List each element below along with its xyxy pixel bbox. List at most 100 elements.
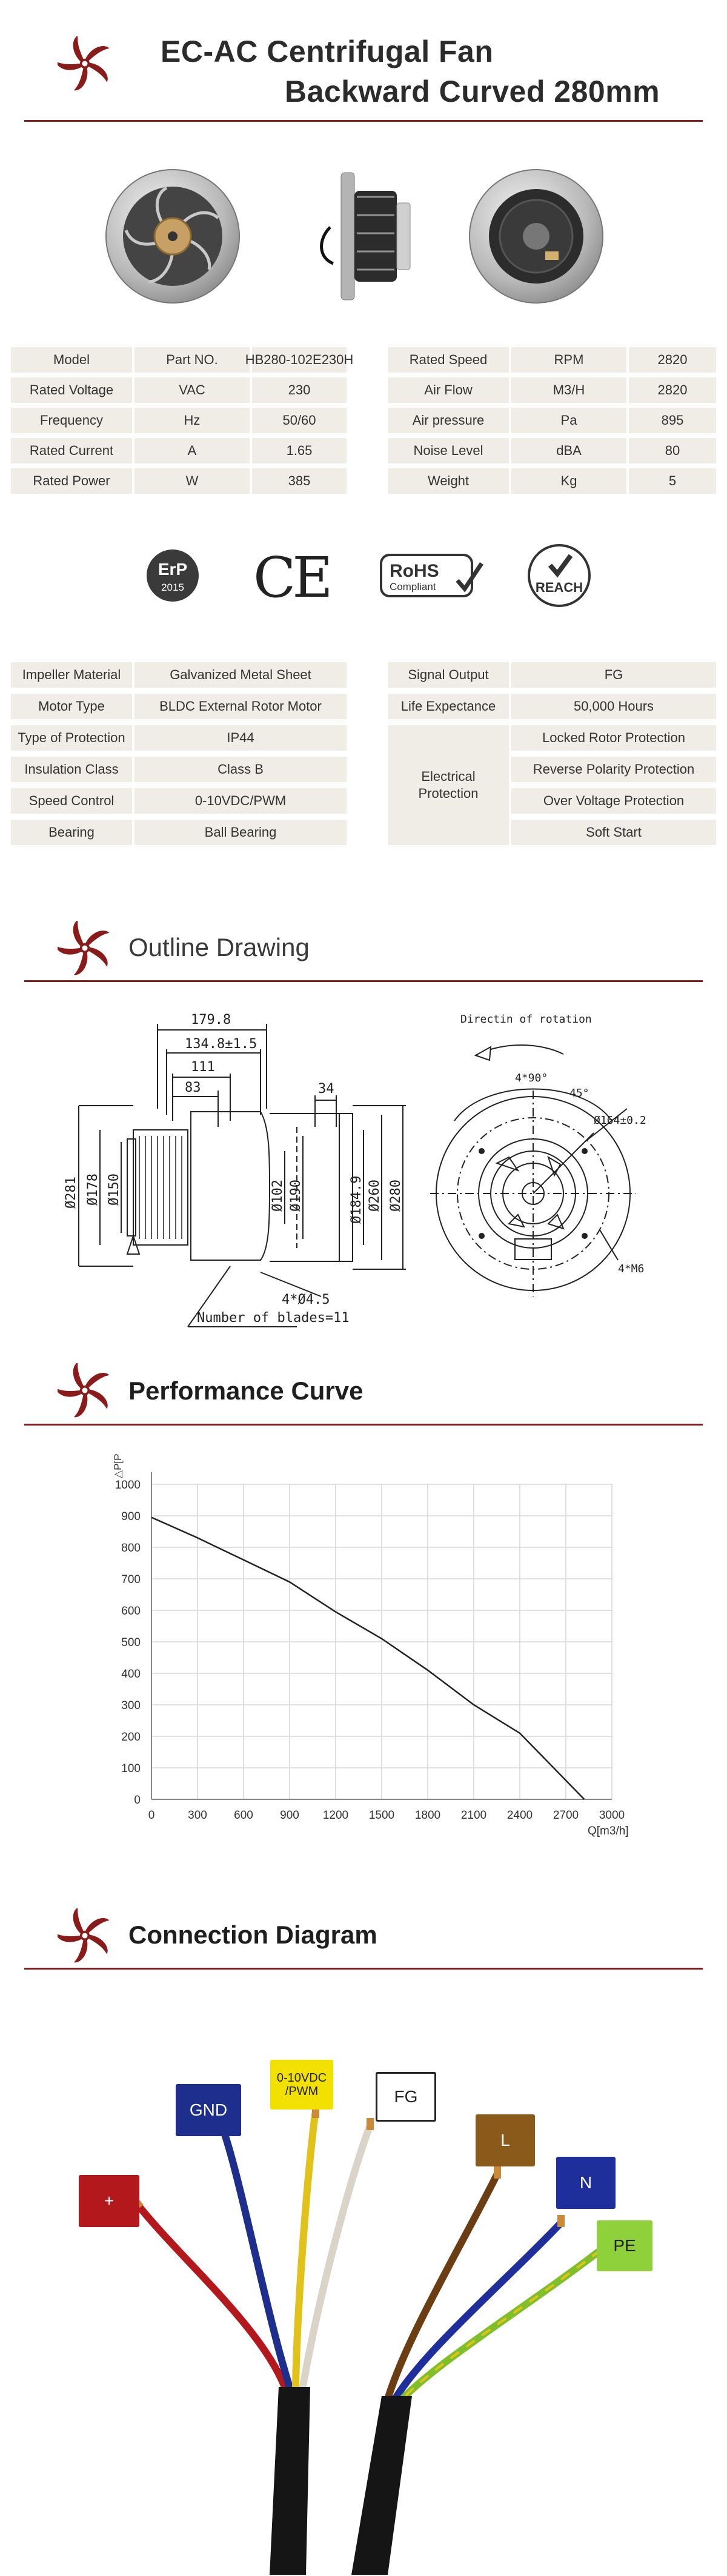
y-tick-label: 400: [121, 1668, 141, 1681]
spec1-right-r0-c0: Rated Speed: [388, 347, 509, 373]
page-title-line-1: EC-AC Centrifugal Fan: [161, 35, 494, 68]
electrical-protection-item-0: Locked Rotor Protection: [511, 725, 716, 751]
product-photo-rear: [469, 169, 603, 304]
spec2-left-label-1: Motor Type: [11, 694, 132, 719]
wire-label-fg: FG: [376, 2072, 436, 2122]
connection-divider: [24, 1968, 703, 1970]
spec1-left-r2-c0: Frequency: [11, 408, 132, 433]
svg-text:REACH: REACH: [536, 580, 583, 595]
electrical-protection-label: Electrical Protection: [388, 725, 509, 845]
svg-text:83: 83: [185, 1080, 201, 1095]
spec1-right-r1-c2: 2820: [629, 377, 716, 403]
spec1-left-r0-c0: Model: [11, 347, 132, 373]
section-fan-icon: [58, 1363, 110, 1418]
spec1-right-r2-c0: Air pressure: [388, 408, 509, 433]
spec1-left-r0-c1: Part NO.: [134, 347, 250, 373]
y-tick-label: 200: [121, 1731, 141, 1744]
y-tick-label: 500: [121, 1636, 141, 1649]
spec2-right-label-0: Signal Output: [388, 662, 509, 688]
svg-text:2015: 2015: [161, 582, 184, 593]
spec2-left-value-5: Ball Bearing: [134, 820, 347, 845]
wire-label-gnd: GND: [176, 2084, 241, 2136]
svg-text:Ø260: Ø260: [367, 1180, 382, 1212]
y-tick-label: 1000: [115, 1479, 141, 1492]
spec1-left-r4-c0: Rated Power: [11, 468, 132, 494]
spec1-right-r3-c2: 80: [629, 438, 716, 463]
svg-text:4*90°: 4*90°: [515, 1072, 548, 1084]
section-fan-icon: [58, 921, 110, 975]
x-tick-label: 2700: [553, 1809, 579, 1822]
connection-section-title: Connection Diagram: [128, 1920, 377, 1949]
y-tick-label: 900: [121, 1510, 141, 1523]
ce-mark: CE: [253, 545, 333, 610]
svg-text:Number of blades=11: Number of blades=11: [197, 1310, 350, 1326]
spec1-left-r1-c2: 230: [252, 377, 347, 403]
x-tick-label: 2400: [507, 1809, 533, 1822]
electrical-protection-item-2: Over Voltage Protection: [511, 788, 716, 814]
spec2-left-label-3: Insulation Class: [11, 757, 132, 782]
performance-divider: [24, 1424, 703, 1426]
spec2-right-value-1: 50,000 Hours: [511, 694, 716, 719]
x-axis-label: Q[m3/h]: [588, 1825, 629, 1837]
spec1-left-r2-c1: Hz: [134, 408, 250, 433]
spec1-right-r3-c1: dBA: [511, 438, 626, 463]
spec1-left-r1-c1: VAC: [134, 377, 250, 403]
spec1-right-r1-c0: Air Flow: [388, 377, 509, 403]
spec2-left-value-0: Galvanized Metal Sheet: [134, 662, 347, 688]
spec1-left-r4-c1: W: [134, 468, 250, 494]
y-tick-label: 600: [121, 1605, 141, 1618]
reach-badge: REACH: [528, 544, 591, 607]
performance-curve-line-0: [151, 1516, 585, 1800]
spec2-right-label-1: Life Expectance: [388, 694, 509, 719]
spec2-left-label-2: Type of Protection: [11, 725, 132, 751]
wire-label-l: L: [476, 2114, 535, 2166]
svg-text:ErP: ErP: [158, 560, 187, 579]
spec1-left-r3-c1: A: [134, 438, 250, 463]
x-tick-label: 3000: [599, 1809, 625, 1822]
performance-section-title: Performance Curve: [128, 1376, 364, 1405]
svg-text:Ø190: Ø190: [288, 1180, 304, 1212]
wire-label-n: N: [556, 2157, 616, 2209]
rohs-compliant-badge: RoHS Compliant: [380, 554, 483, 597]
svg-text:111: 111: [191, 1060, 215, 1075]
y-tick-label: 700: [121, 1573, 141, 1586]
spec1-right-r4-c0: Weight: [388, 468, 509, 494]
svg-text:Compliant: Compliant: [390, 581, 436, 593]
section-fan-icon: [58, 1908, 110, 1963]
svg-text:Ø281: Ø281: [64, 1177, 79, 1209]
svg-text:134.8±1.5: 134.8±1.5: [185, 1037, 257, 1052]
spec2-left-label-5: Bearing: [11, 820, 132, 845]
product-photo-front: [105, 169, 240, 304]
spec2-right-value-0: FG: [511, 662, 716, 688]
spec1-left-r4-c2: 385: [252, 468, 347, 494]
svg-text:Ø164±0.2: Ø164±0.2: [594, 1114, 646, 1127]
svg-text:Ø150: Ø150: [107, 1173, 122, 1206]
product-photo-side: [320, 172, 411, 300]
spec2-left-label-4: Speed Control: [11, 788, 132, 814]
spec1-right-r3-c0: Noise Level: [388, 438, 509, 463]
spec1-right-r0-c2: 2820: [629, 347, 716, 373]
spec1-right-r4-c1: Kg: [511, 468, 626, 494]
svg-text:RoHS: RoHS: [390, 561, 439, 581]
svg-text:179.8: 179.8: [191, 1012, 231, 1027]
spec2-left-value-1: BLDC External Rotor Motor: [134, 694, 347, 719]
y-tick-label: 800: [121, 1542, 141, 1555]
x-tick-label: 1500: [369, 1809, 394, 1822]
wire-label-control: 0-10VDC /PWM: [270, 2060, 333, 2110]
brand-fan-logo: [58, 36, 110, 91]
outline-divider: [24, 980, 703, 982]
spec1-right-r2-c2: 895: [629, 408, 716, 433]
spec1-left-r3-c2: 1.65: [252, 438, 347, 463]
wire-label-plus: +: [79, 2175, 139, 2227]
electrical-protection-item-1: Reverse Polarity Protection: [511, 757, 716, 782]
svg-text:34: 34: [318, 1081, 334, 1097]
wire-label-pe: PE: [597, 2220, 652, 2271]
spec1-right-r2-c1: Pa: [511, 408, 626, 433]
svg-text:45°: 45°: [569, 1087, 589, 1100]
spec1-right-r0-c1: RPM: [511, 347, 626, 373]
x-tick-label: 1200: [323, 1809, 348, 1822]
x-tick-label: 900: [280, 1809, 299, 1822]
wiring-diagram: [129, 2106, 604, 2575]
outline-front-view: Directin of rotation 4*90° 45° Ø164±0.2 …: [430, 1013, 646, 1296]
